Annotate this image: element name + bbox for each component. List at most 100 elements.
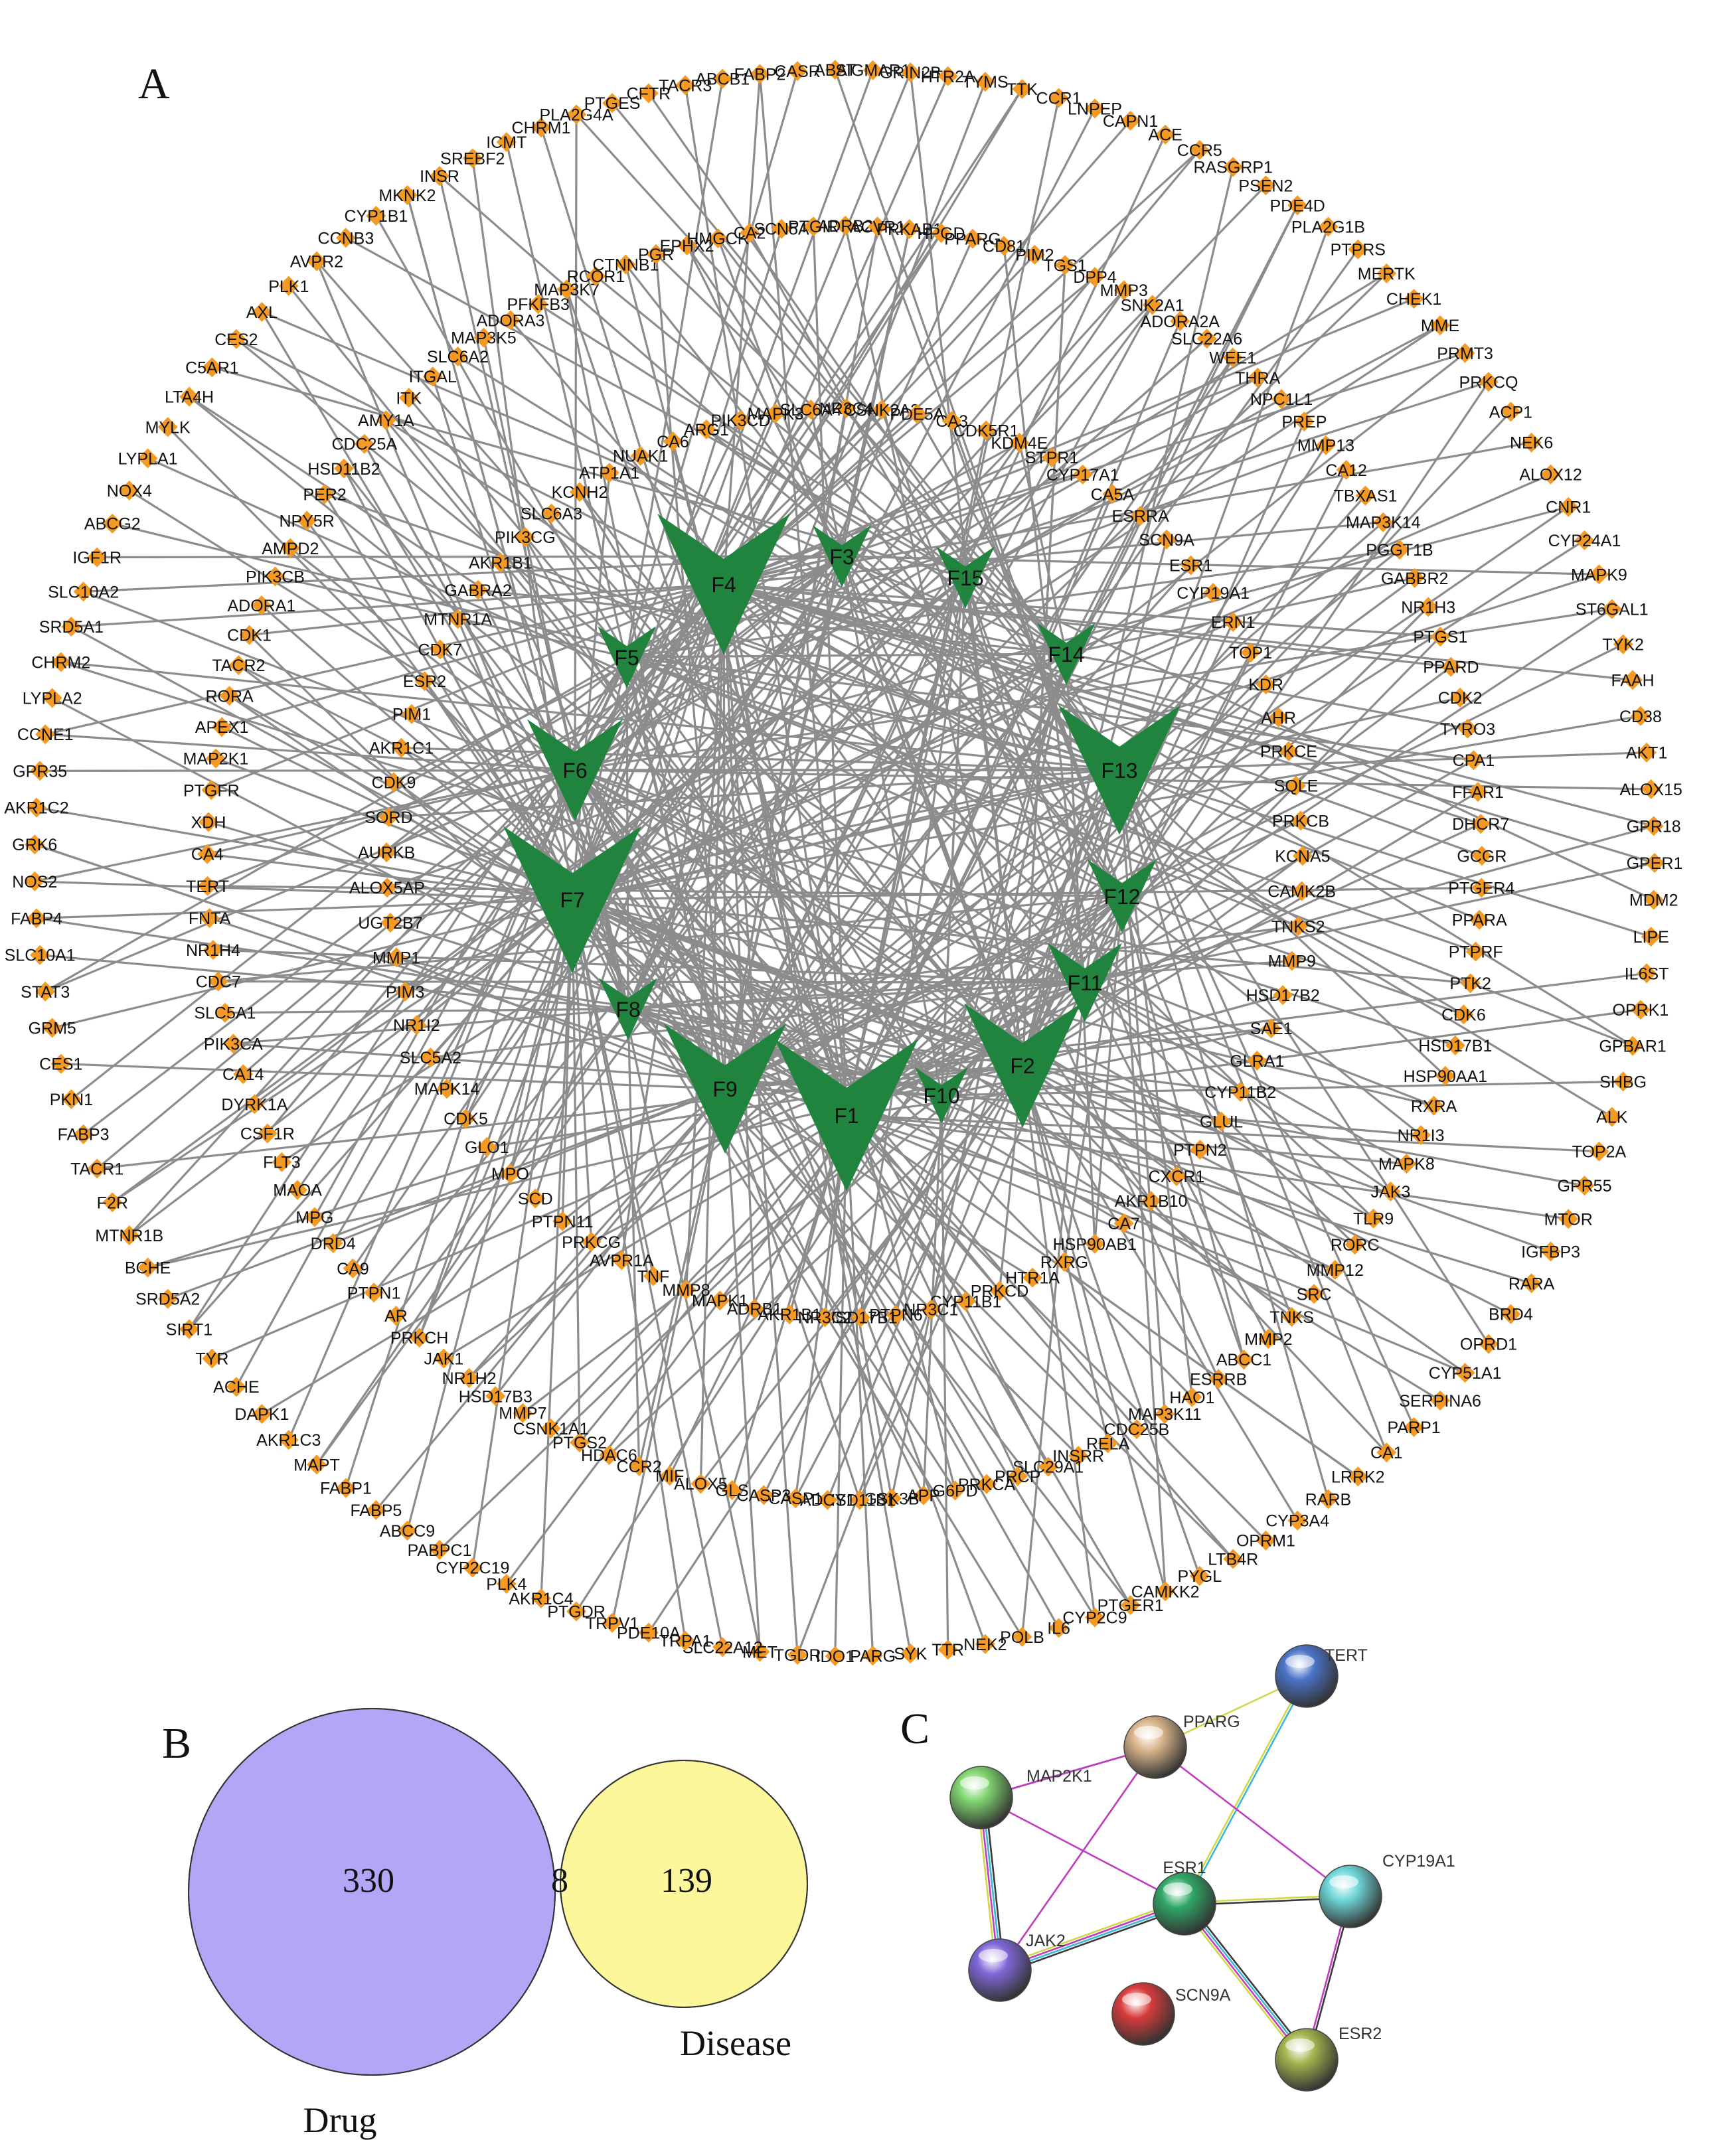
target-node: ITGAL	[409, 366, 457, 387]
target-diamond	[1189, 1566, 1210, 1586]
target-node: PPARD	[1423, 656, 1479, 677]
target-diamond	[1248, 367, 1268, 388]
target-label: PRMT3	[1437, 345, 1493, 363]
target-label: MTNR1A	[424, 611, 492, 629]
target-label: ICMT	[486, 133, 527, 152]
target-diamond	[825, 1646, 845, 1666]
target-label: GSK3B	[864, 1490, 919, 1508]
network-edge	[562, 1087, 726, 1223]
target-diamond	[212, 717, 232, 737]
target-node: TRPA1	[659, 1630, 712, 1651]
network-edge	[724, 577, 967, 1089]
compound-v-shape	[1058, 705, 1180, 835]
target-label: TYRO3	[1440, 720, 1495, 739]
target-label: MMP12	[1307, 1261, 1364, 1280]
target-node: CCR1	[1036, 88, 1082, 108]
target-label: CYP11B2	[1204, 1083, 1276, 1102]
target-label: CDK6	[1441, 1006, 1486, 1024]
target-node: CES1	[39, 1053, 82, 1074]
target-diamond	[61, 1089, 82, 1109]
target-node: SCD	[518, 1188, 553, 1209]
target-node: PDE4D	[1270, 195, 1325, 216]
target-diamond	[102, 1192, 123, 1213]
target-node: SERPINA6	[1399, 1390, 1481, 1411]
network-edge	[1021, 1065, 1167, 1592]
compound-node-f6: F6	[527, 719, 623, 821]
target-diamond	[448, 346, 468, 366]
network-edge	[571, 228, 783, 900]
compound-label: F11	[1068, 971, 1103, 995]
target-diamond	[1390, 540, 1410, 560]
target-diamond	[815, 1307, 835, 1328]
target-diamond	[414, 671, 435, 692]
network-edge	[723, 583, 1655, 827]
target-label: TACR3	[659, 76, 712, 95]
target-label: NR3C2	[798, 1308, 853, 1327]
target-node: UGT2B7	[358, 913, 423, 933]
target-diamond	[25, 834, 45, 855]
target-diamond	[1268, 707, 1289, 728]
target-label: CDC25B	[1104, 1421, 1170, 1439]
target-node: AVPR1A	[590, 1250, 654, 1270]
target-label: MAP2K1	[183, 750, 249, 769]
target-node: IDO1	[816, 1646, 854, 1666]
network-edge	[572, 653, 1067, 901]
target-label: PTPRS	[1331, 241, 1386, 260]
target-label: NPC1L1	[1250, 390, 1313, 409]
target-label: ESRRB	[1190, 1370, 1247, 1389]
target-node: PDE5A	[890, 404, 945, 424]
target-diamond	[515, 527, 535, 548]
network-edge	[305, 520, 726, 1089]
target-node: TOP2A	[1572, 1141, 1626, 1162]
target-diamond	[975, 72, 995, 92]
target-label: SRC	[1297, 1285, 1332, 1304]
target-diamond	[386, 947, 407, 968]
target-diamond	[354, 433, 374, 454]
target-node: CA4	[191, 844, 224, 864]
network-edge	[1021, 1064, 1388, 1454]
target-node: PTPRS	[1331, 239, 1386, 260]
network-edge	[574, 769, 762, 1652]
target-label: HPGD	[917, 224, 965, 243]
ppi-edge	[999, 1746, 1157, 1971]
network-edge	[572, 898, 1471, 984]
target-diamond	[278, 275, 299, 296]
network-edge	[941, 1094, 1441, 1402]
target-diamond	[1404, 568, 1425, 588]
target-label: FABP2	[734, 66, 786, 84]
network-edge	[1066, 591, 1214, 655]
target-label: ACE	[1148, 126, 1182, 145]
target-label: AKR1C2	[4, 799, 68, 818]
target-node: SLC6A2	[427, 346, 489, 366]
target-node: MKNK2	[378, 185, 436, 205]
target-node: PTGES	[584, 93, 640, 114]
target-label: ADORA3	[477, 311, 545, 330]
target-node: MMP3	[1100, 280, 1148, 301]
target-label: PSEN2	[1238, 177, 1293, 195]
target-node: TACR2	[212, 655, 265, 676]
target-diamond	[384, 772, 404, 793]
target-node: MAOA	[273, 1180, 322, 1200]
target-label: LTA4H	[165, 388, 214, 407]
target-label: SYK	[894, 1645, 927, 1663]
target-label: MAP3K11	[1128, 1405, 1202, 1424]
target-node: C5AR1	[185, 357, 239, 378]
target-node: MTNR1A	[424, 609, 492, 629]
compound-label: F1	[834, 1104, 858, 1128]
target-label: THRA	[1235, 369, 1280, 388]
target-diamond	[398, 388, 419, 408]
venn-drug-label: Drug	[303, 2100, 377, 2140]
ppi-node-sphere	[1123, 1715, 1187, 1779]
target-node: ACP1	[1489, 402, 1532, 422]
target-node: RARA	[1508, 1273, 1555, 1294]
network-edge	[390, 921, 942, 1097]
target-label: ALOX5AP	[349, 879, 425, 897]
target-diamond	[1292, 846, 1313, 866]
target-label: CD81	[983, 238, 1025, 256]
target-node: GPR35	[13, 761, 67, 781]
target-diamond	[1261, 1018, 1281, 1039]
target-node: RASGRP1	[1193, 157, 1273, 177]
ppi-node-label: MAP2K1	[1026, 1767, 1092, 1786]
target-diamond	[1258, 1329, 1279, 1349]
network-edge	[625, 656, 943, 1096]
